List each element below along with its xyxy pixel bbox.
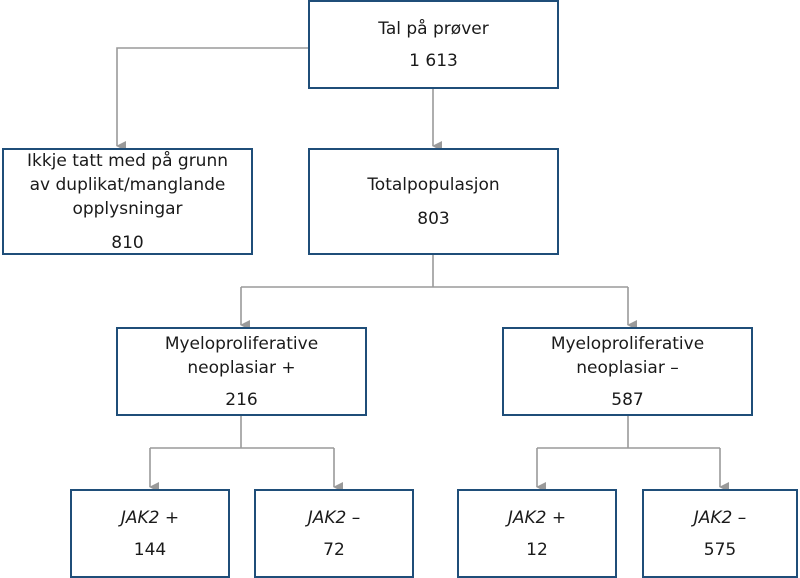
box-mpn-positive: Myeloproliferative neoplasiar + 216	[116, 327, 367, 416]
box-total-samples: Tal på prøver 1 613	[308, 0, 559, 89]
jak2-positive-label: JAK2 +	[120, 507, 180, 528]
excluded-label-line3: opplysningar	[72, 198, 183, 219]
population-label: Totalpopulasjon	[367, 174, 500, 195]
excluded-label-line1: Ikkje tatt med på grunn	[26, 150, 229, 171]
arrow-total-to-excluded	[116, 47, 308, 151]
total-samples-label: Tal på prøver	[378, 18, 489, 39]
mpn-negative-label-line2: neoplasiar –	[576, 357, 679, 378]
jak2-negative-label: JAK2 –	[307, 507, 361, 528]
jak2-negative-count: 575	[703, 539, 737, 560]
box-excluded: Ikkje tatt med på grunn av duplikat/mang…	[2, 148, 253, 255]
box-jak2-negative-in-mpn-negative: JAK2 – 575	[642, 489, 798, 578]
jak2-positive-label: JAK2 +	[507, 507, 567, 528]
mpn-negative-label-line1: Myeloproliferative	[550, 333, 705, 354]
box-jak2-positive-in-mpn-negative: JAK2 + 12	[457, 489, 617, 578]
box-jak2-positive-in-mpn-positive: JAK2 + 144	[70, 489, 230, 578]
box-jak2-negative-in-mpn-positive: JAK2 – 72	[254, 489, 414, 578]
excluded-label-line2: av duplikat/manglande	[29, 174, 226, 195]
total-samples-count: 1 613	[409, 50, 458, 71]
excluded-count: 810	[111, 232, 144, 253]
mpn-positive-label-line1: Myeloproliferative	[164, 333, 319, 354]
jak2-negative-count: 72	[323, 539, 345, 560]
box-mpn-negative: Myeloproliferative neoplasiar – 587	[502, 327, 753, 416]
box-total-population: Totalpopulasjon 803	[308, 148, 559, 255]
jak2-positive-count: 144	[133, 539, 167, 560]
mpn-positive-count: 216	[225, 389, 258, 410]
population-count: 803	[417, 208, 450, 229]
jak2-negative-label: JAK2 –	[693, 507, 747, 528]
mpn-positive-label-line2: neoplasiar +	[187, 357, 296, 378]
mpn-negative-count: 587	[611, 389, 644, 410]
jak2-positive-count: 12	[526, 539, 548, 560]
